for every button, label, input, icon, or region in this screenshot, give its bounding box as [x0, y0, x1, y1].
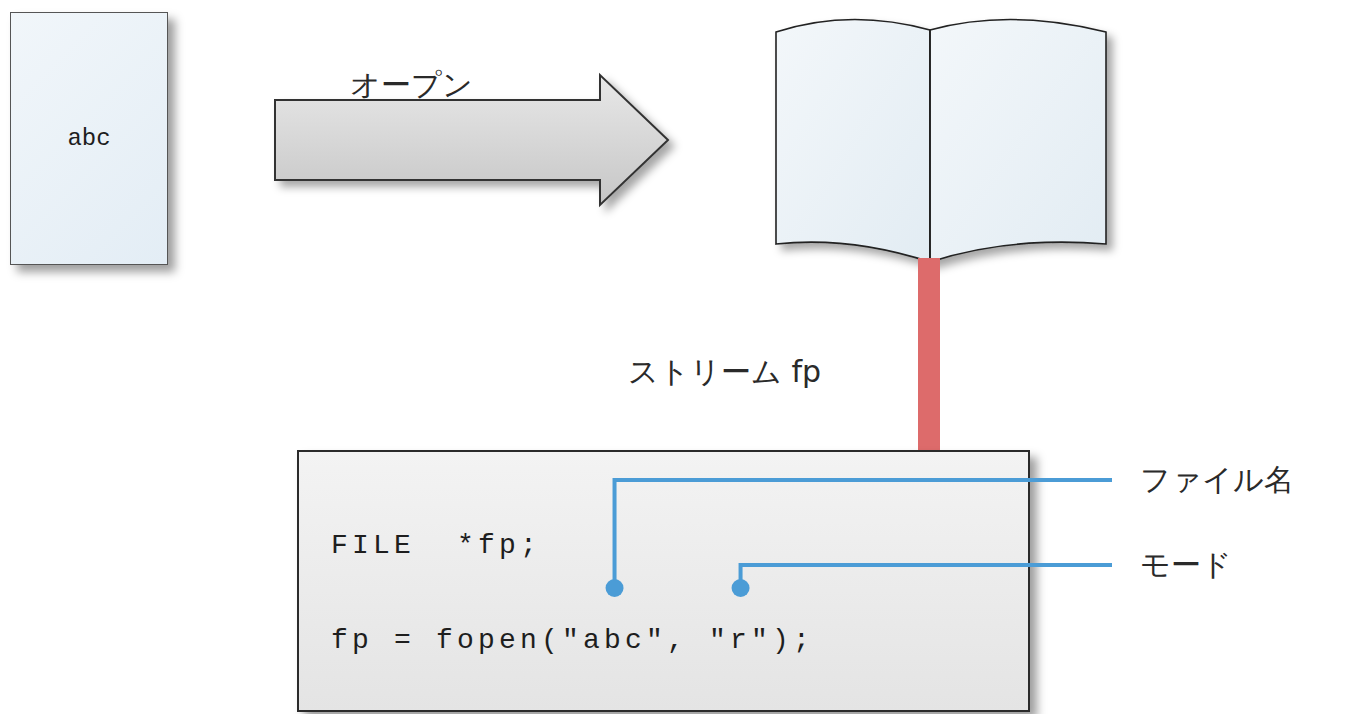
book-right-page — [930, 19, 1106, 262]
book-left-page — [776, 19, 930, 262]
file-name: abc — [67, 124, 110, 154]
open-book — [776, 19, 1106, 262]
stream-bar — [918, 258, 940, 458]
stream-label: ストリーム fp — [628, 354, 821, 390]
leader-line — [615, 480, 1112, 588]
file-box: abc — [10, 12, 168, 265]
code-line: FILE *fp; — [331, 529, 998, 563]
callout-label: モード — [1140, 547, 1232, 583]
leader-line — [741, 565, 1112, 588]
leader-dot — [732, 579, 750, 597]
code-line: fp = fopen("abc", "r"); — [331, 624, 998, 658]
callout-label: ファイル名 — [1140, 462, 1294, 498]
code-box: FILE *fp; fp = fopen("abc", "r"); — [297, 450, 1030, 712]
arrow-label: オープン — [350, 67, 473, 103]
leader-dot — [606, 579, 624, 597]
book-spine — [929, 30, 931, 262]
